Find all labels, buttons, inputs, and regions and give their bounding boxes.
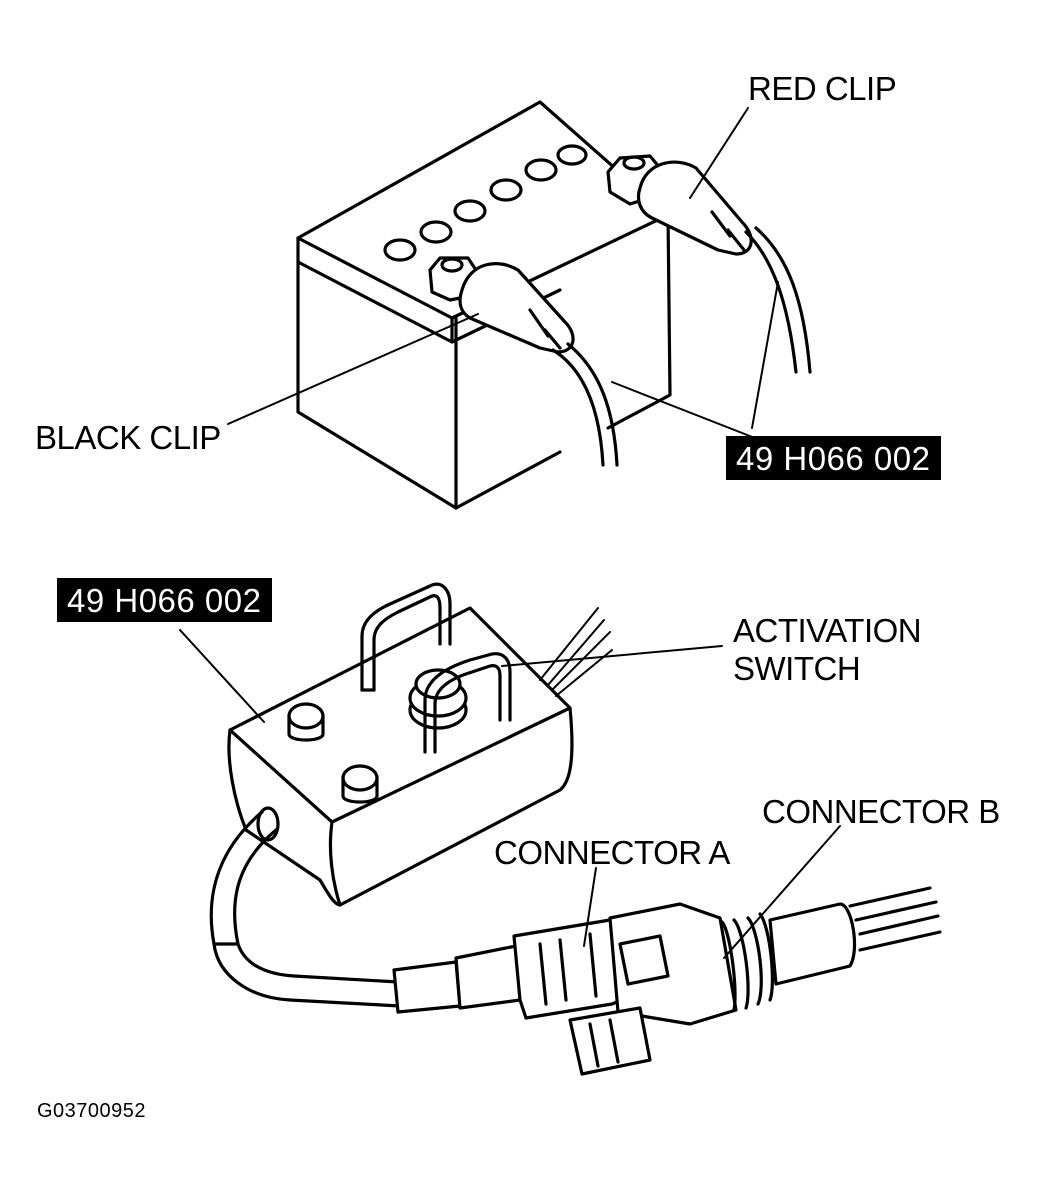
activation-switch-label-line2: SWITCH xyxy=(733,650,861,687)
indicator-lamps xyxy=(287,702,379,804)
tool-bottom-leader xyxy=(179,629,265,723)
connector-b-label: CONNECTOR B xyxy=(762,793,1000,830)
activation-switch xyxy=(408,652,512,754)
figure-id: G03700952 xyxy=(37,1100,147,1122)
tool-top-leader-1 xyxy=(611,381,761,441)
red-clip-leader xyxy=(689,107,749,199)
black-clip-label: BLACK CLIP xyxy=(35,419,221,456)
black-clip-leader xyxy=(227,313,479,425)
black-clip xyxy=(458,262,619,467)
tool-part-number-top: 49 H066 002 xyxy=(726,436,941,480)
red-clip-label: RED CLIP xyxy=(748,70,897,107)
connector-a-leader xyxy=(583,867,597,947)
red-clip xyxy=(636,160,812,374)
tool-top-leader-2 xyxy=(751,281,779,429)
battery-vent-caps xyxy=(383,144,588,262)
harness-cable xyxy=(209,810,402,1008)
activation-switch-label-line1: ACTIVATION xyxy=(733,612,922,649)
connector-a-label: CONNECTOR A xyxy=(494,834,730,871)
tool-part-number-bottom: 49 H066 002 xyxy=(57,578,272,622)
battery xyxy=(296,100,672,510)
connector-assembly xyxy=(392,886,942,1076)
connector-b-leader xyxy=(723,825,841,959)
activation-switch-leader xyxy=(501,645,723,667)
test-tool-box xyxy=(227,582,613,907)
